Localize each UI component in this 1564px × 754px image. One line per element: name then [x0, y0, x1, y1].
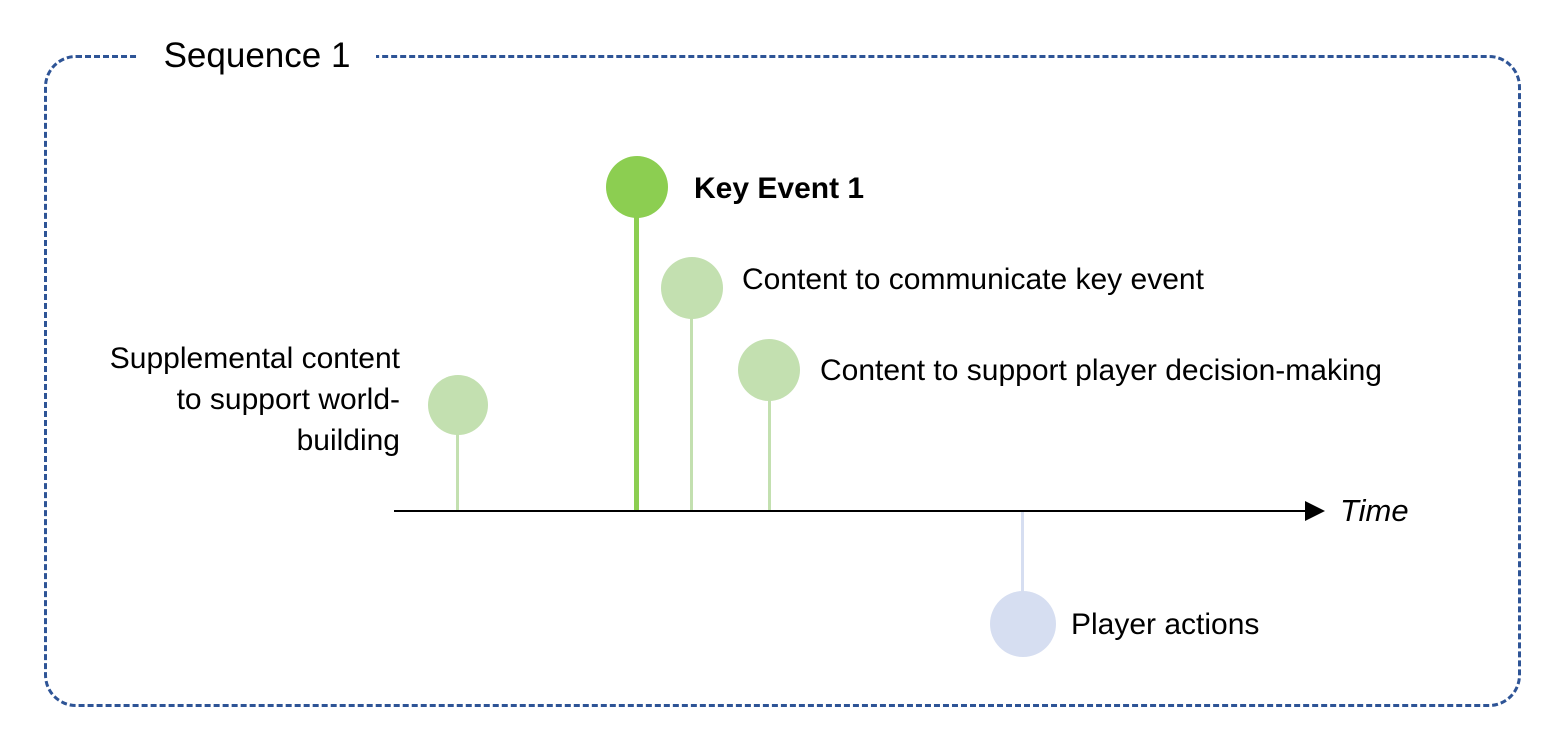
time-axis-label: Time	[1340, 493, 1409, 528]
stem-support-decision-making	[768, 370, 771, 511]
label-support-decision-making: Content to support player decision-makin…	[820, 354, 1382, 387]
label-supplemental-content: Supplemental content to support world-bu…	[109, 342, 400, 457]
stem-player-actions	[1021, 511, 1024, 624]
stem-supplemental-content	[456, 405, 459, 511]
sequence-container	[44, 55, 1521, 707]
arrow-right-icon	[1305, 501, 1325, 521]
node-support-decision-making[interactable]	[738, 339, 800, 401]
label-communicate-key-event: Content to communicate key event	[742, 263, 1204, 296]
time-axis-line	[394, 510, 1309, 512]
stem-key-event-1	[634, 187, 639, 511]
node-supplemental-content[interactable]	[428, 375, 488, 435]
label-key-event-1: Key Event 1	[694, 172, 865, 205]
node-communicate-key-event[interactable]	[661, 257, 723, 319]
sequence-title-gap	[138, 44, 376, 70]
sequence-title: Sequence 1	[163, 36, 351, 75]
label-player-actions: Player actions	[1071, 608, 1260, 641]
node-player-actions[interactable]	[990, 591, 1056, 657]
stem-communicate-key-event	[690, 288, 693, 511]
node-key-event-1[interactable]	[606, 156, 668, 218]
